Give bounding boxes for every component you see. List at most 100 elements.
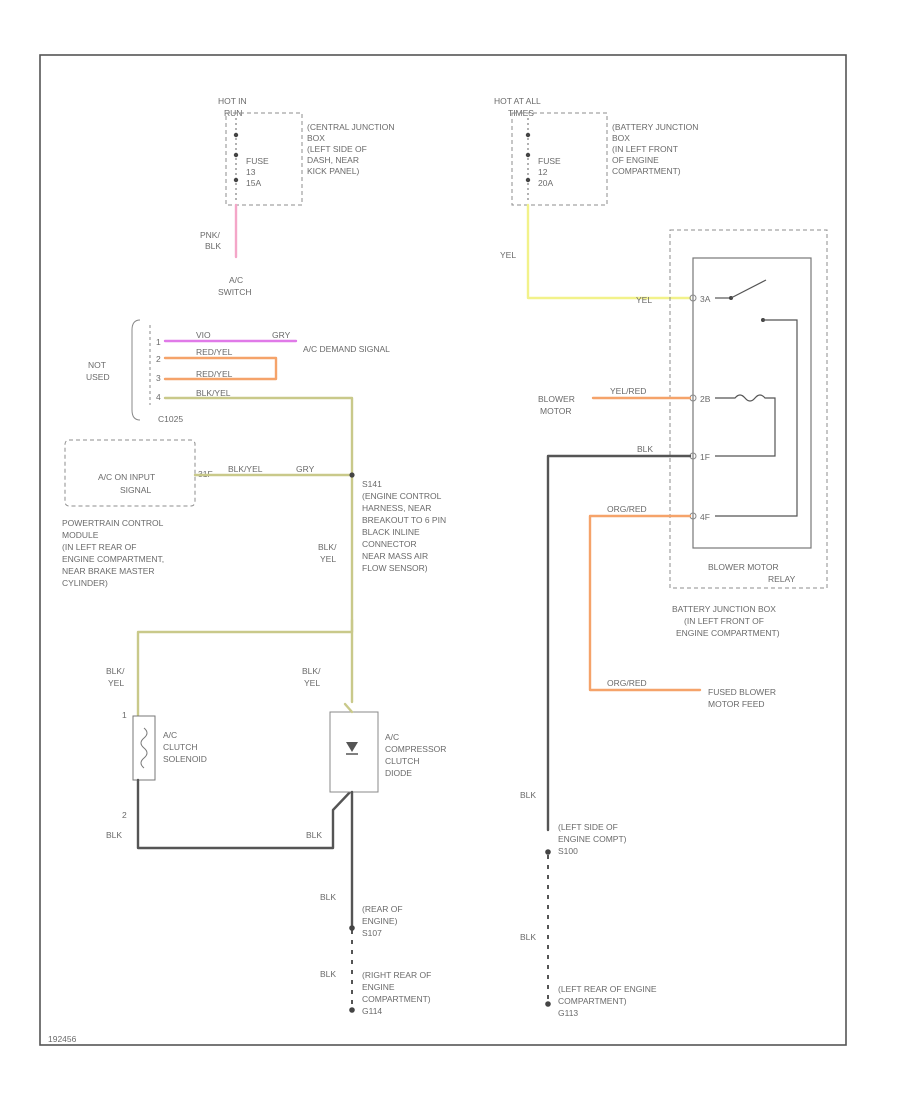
clutch-group: BLK/ YEL BLK/ YEL 1 2 A/C CLUTCH SOLENOI…: [106, 618, 446, 1016]
clutch-pin-2: 2: [122, 810, 127, 820]
ac-switch-label-1: A/C: [229, 275, 243, 285]
battery-junction-box-top: [511, 112, 608, 206]
pcm-wire-label: BLK/YEL: [228, 464, 263, 474]
clutch-label-2: CLUTCH: [163, 742, 197, 752]
right-jb-label-5: COMPARTMENT): [612, 166, 681, 176]
red-yel-loop: [163, 356, 278, 381]
pcm-label-1: POWERTRAIN CONTROL: [62, 518, 164, 528]
blk-yel-2b: YEL: [108, 678, 124, 688]
pin-1-num: 1: [156, 337, 161, 347]
right-fuse-node-3: [525, 177, 531, 183]
org-red-label-1: ORG/RED: [607, 504, 647, 514]
left-fuse-node-3: [233, 177, 239, 183]
pin-2-num: 2: [156, 354, 161, 364]
relay-label-2: RELAY: [768, 574, 796, 584]
left-fuse-label-3: 15A: [246, 178, 261, 188]
left-fuse-node-1: [233, 132, 239, 138]
blk-yel-2a: BLK/: [106, 666, 125, 676]
pcm-label-4: ENGINE COMPARTMENT,: [62, 554, 164, 564]
left-fuse-label-2: 13: [246, 167, 256, 177]
pin-3-wire: RED/YEL: [196, 369, 233, 379]
pcm-input-2: SIGNAL: [120, 485, 151, 495]
right-fuse-node-1: [525, 132, 531, 138]
relay-pin-4f: 4F: [700, 512, 710, 522]
r-ground1-label-3: S100: [558, 846, 578, 856]
clutch-ground-wire: [136, 778, 354, 850]
diode-label-1: A/C: [385, 732, 399, 742]
splice-label-3: HARNESS, NEAR: [362, 503, 431, 513]
pcm-box: [64, 439, 196, 507]
relay-term-3a: [689, 294, 697, 302]
pin-4-wire: BLK/YEL: [196, 388, 231, 398]
r-ground2-label-2: COMPARTMENT): [558, 996, 627, 1006]
right-grounds: BLK (LEFT SIDE OF ENGINE COMPT) S100 BLK…: [520, 790, 657, 1018]
ac-switch-label-2: SWITCH: [218, 287, 252, 297]
pcm-group: A/C ON INPUT SIGNAL 31F BLK/YEL GRY POWE…: [62, 439, 355, 588]
diode-label-4: DIODE: [385, 768, 412, 778]
relay-coil-icon: [715, 394, 776, 457]
yel-label-a: YEL: [500, 250, 516, 260]
ground2-label-4: G114: [362, 1006, 382, 1016]
splice-label-1: S141: [362, 479, 382, 489]
clutch-label-3: SOLENOID: [163, 754, 207, 764]
bjb-label-2: (IN LEFT FRONT OF: [684, 616, 764, 626]
footer-code: 192456: [48, 1034, 77, 1044]
right-fuse-label-2: 12: [538, 167, 548, 177]
g114-node: [349, 1007, 355, 1013]
r-ground2-label-1: (LEFT REAR OF ENGINE: [558, 984, 657, 994]
ac-switch-connector: NOT USED C1025 1 VIO GRY A/C DEMAND SIGN…: [86, 319, 390, 704]
relay-wires: BLOWER MOTOR YEL/RED BLK ORG/RED ORG/RED…: [538, 386, 776, 832]
blk-yel-3a: BLK/: [302, 666, 321, 676]
splice-label-4: BREAKOUT TO 6 PIN: [362, 515, 446, 525]
central-jb-label-2: BOX: [307, 133, 325, 143]
yel-label-b: YEL: [636, 295, 652, 305]
relay-pin-3a: 3A: [700, 294, 711, 304]
not-used-label-1: NOT: [88, 360, 106, 370]
left-fuse-node-2: [233, 152, 239, 158]
blk-d: BLK: [320, 969, 336, 979]
g113-node: [545, 1001, 551, 1007]
relay-label-1: BLOWER MOTOR: [708, 562, 779, 572]
clutch-feed-wire: [136, 618, 354, 717]
blk-relay-label: BLK: [637, 444, 653, 454]
r-ground2-label-3: G113: [558, 1008, 578, 1018]
pnk-blk-label-2: BLK: [205, 241, 221, 251]
s107-node: [349, 925, 355, 931]
splice-label-6: CONNECTOR: [362, 539, 417, 549]
relay-output-path: [715, 319, 798, 517]
blower-motor-label-2: MOTOR: [540, 406, 571, 416]
right-jb-label-2: BOX: [612, 133, 630, 143]
pcm-input-1: A/C ON INPUT: [98, 472, 155, 482]
pcm-label-6: CYLINDER): [62, 578, 108, 588]
clutch-pin-1: 1: [122, 710, 127, 720]
s100-node: [545, 849, 551, 855]
left-fuse-label-1: FUSE: [246, 156, 269, 166]
ground1-label-3: S107: [362, 928, 382, 938]
splice-s141: [349, 472, 355, 478]
diode-in-wire: [343, 702, 354, 714]
blk-yel-3b: YEL: [304, 678, 320, 688]
ground2-label-2: ENGINE: [362, 982, 395, 992]
org-red-label-2: ORG/RED: [607, 678, 647, 688]
ground1-label-2: ENGINE): [362, 916, 398, 926]
splice-label-7: NEAR MASS AIR: [362, 551, 428, 561]
fused-feed-1: FUSED BLOWER: [708, 687, 776, 697]
blk-c: BLK: [320, 892, 336, 902]
clutch-coil-icon: [140, 727, 148, 769]
right-fuse-group: HOT AT ALL TIMES FUSE 12 20A (BATTERY JU…: [494, 96, 698, 305]
relay-pin-1f: 1F: [700, 452, 710, 462]
ac-demand-signal: A/C DEMAND SIGNAL: [303, 344, 390, 354]
right-fuse-node-2: [525, 152, 531, 158]
pin-3-num: 3: [156, 373, 161, 383]
central-jb-label-1: (CENTRAL JUNCTION: [307, 122, 395, 132]
bjb-label-1: BATTERY JUNCTION BOX: [672, 604, 776, 614]
blk-b: BLK: [306, 830, 322, 840]
r-ground1-label-2: ENGINE COMPT): [558, 834, 627, 844]
relay-switch-arm: [730, 279, 767, 299]
ground1-label-1: (REAR OF: [362, 904, 403, 914]
right-jb-label-4: OF ENGINE: [612, 155, 659, 165]
splice-label: S141 (ENGINE CONTROL HARNESS, NEAR BREAK…: [318, 479, 446, 573]
blk-yel-1a: BLK/: [318, 542, 337, 552]
diode-icon: [346, 742, 358, 752]
